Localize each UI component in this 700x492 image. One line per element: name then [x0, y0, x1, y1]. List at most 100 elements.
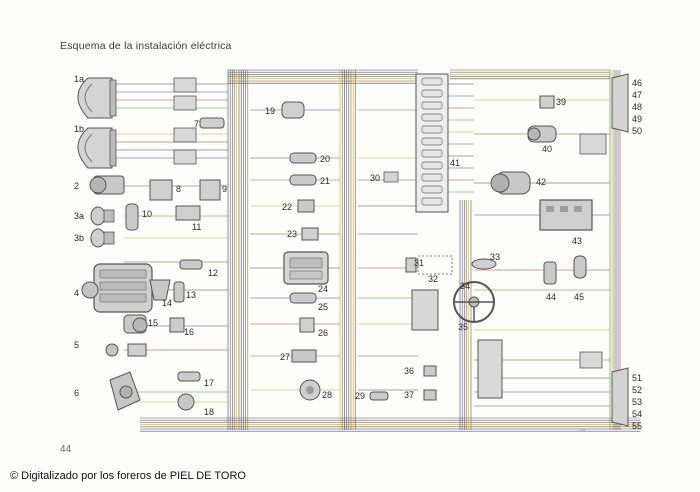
- label-23: 23: [287, 229, 297, 239]
- label-27: 27: [280, 352, 290, 362]
- label-26: 26: [318, 328, 328, 338]
- component-26: [299, 317, 315, 333]
- sender-17: [177, 371, 201, 382]
- rear-lamp-upper: [579, 73, 629, 155]
- component-31: [405, 257, 417, 273]
- component-25: [289, 292, 317, 304]
- label-20: 20: [320, 154, 330, 164]
- engine-4: [81, 263, 153, 313]
- steering-wheel-34: [453, 281, 495, 323]
- fuse-box-41: [415, 73, 449, 213]
- credit-caption: © Digitalizado por los foreros de PIEL D…: [10, 470, 246, 482]
- component-21: [289, 174, 317, 186]
- component-32: [417, 255, 453, 275]
- component-37: [423, 389, 437, 401]
- headlamp-1b: [77, 127, 117, 169]
- side-lamp-3a: [90, 206, 115, 226]
- label-21: 21: [320, 176, 330, 186]
- label-39: 39: [556, 97, 566, 107]
- fuse: [421, 125, 443, 134]
- label-7: 7: [194, 119, 199, 129]
- side-lamp-3b: [90, 228, 115, 248]
- headlamp-1a: [77, 77, 117, 119]
- coil-13: [173, 281, 185, 303]
- label-42: 42: [536, 177, 546, 187]
- label-48: 48: [632, 102, 642, 112]
- distributor-14: [149, 279, 171, 301]
- label-5: 5: [74, 340, 79, 350]
- label-13: 13: [186, 290, 196, 300]
- starter-15: [123, 314, 148, 334]
- component-44: [543, 261, 557, 285]
- component-22: [297, 199, 315, 213]
- label-45: 45: [574, 292, 584, 302]
- label-53: 53: [632, 397, 642, 407]
- fuse: [421, 149, 443, 158]
- label-11: 11: [192, 222, 201, 232]
- rear-lamp-lower: [579, 351, 629, 427]
- corner-mark: 7-94: [577, 427, 586, 432]
- fuse: [421, 101, 443, 110]
- label-44: 44: [546, 292, 556, 302]
- relay-7: [199, 117, 225, 129]
- component-23: [301, 227, 319, 241]
- fuse: [421, 113, 443, 122]
- label-6: 6: [74, 388, 79, 398]
- component-39: [539, 95, 555, 109]
- component-11: [175, 205, 201, 221]
- sender-18: [177, 393, 195, 411]
- label-55: 55: [632, 421, 642, 431]
- label-51: 51: [632, 373, 642, 383]
- label-2: 2: [74, 181, 79, 191]
- sender-12: [179, 259, 203, 270]
- label-8: 8: [176, 184, 181, 194]
- component-5: [105, 343, 147, 357]
- fuse: [421, 197, 443, 206]
- component-36: [423, 365, 437, 377]
- label-1a: 1a: [74, 74, 84, 84]
- page-number: 44: [60, 444, 72, 455]
- label-52: 52: [632, 385, 642, 395]
- label-4: 4: [74, 288, 79, 298]
- component-20: [289, 152, 317, 164]
- label-3b: 3b: [74, 233, 84, 243]
- label-54: 54: [632, 409, 642, 419]
- label-3a: 3a: [74, 211, 84, 221]
- label-14: 14: [162, 298, 172, 308]
- component-19: [281, 101, 305, 119]
- label-37: 37: [404, 390, 414, 400]
- component-10: [125, 203, 139, 231]
- label-1b: 1b: [74, 124, 84, 134]
- component-29: [369, 391, 389, 401]
- component-27: [291, 349, 317, 363]
- fuse: [421, 137, 443, 146]
- fuse: [421, 161, 443, 170]
- label-24: 24: [318, 284, 328, 294]
- label-32: 32: [428, 274, 438, 284]
- label-29: 29: [355, 391, 365, 401]
- horn-2: [89, 175, 125, 195]
- switch-9: [199, 179, 221, 201]
- label-22: 22: [282, 202, 292, 212]
- switch-8: [149, 179, 173, 201]
- component-33: [471, 258, 497, 270]
- label-25: 25: [318, 302, 328, 312]
- label-18: 18: [204, 407, 214, 417]
- label-16: 16: [184, 327, 194, 337]
- battery-43: [539, 199, 593, 231]
- label-34: 34: [460, 281, 470, 291]
- fuse: [421, 77, 443, 86]
- diagram-title: Esquema de la instalación eléctrica: [60, 40, 232, 52]
- label-31: 31: [414, 258, 424, 268]
- connector-block-center: [477, 339, 503, 399]
- alternator-42: [490, 171, 531, 195]
- label-10: 10: [142, 209, 152, 219]
- fuse: [421, 185, 443, 194]
- label-17: 17: [204, 378, 214, 388]
- label-50: 50: [632, 126, 642, 136]
- label-33: 33: [490, 252, 500, 262]
- component-45: [573, 255, 587, 279]
- fuse: [421, 173, 443, 182]
